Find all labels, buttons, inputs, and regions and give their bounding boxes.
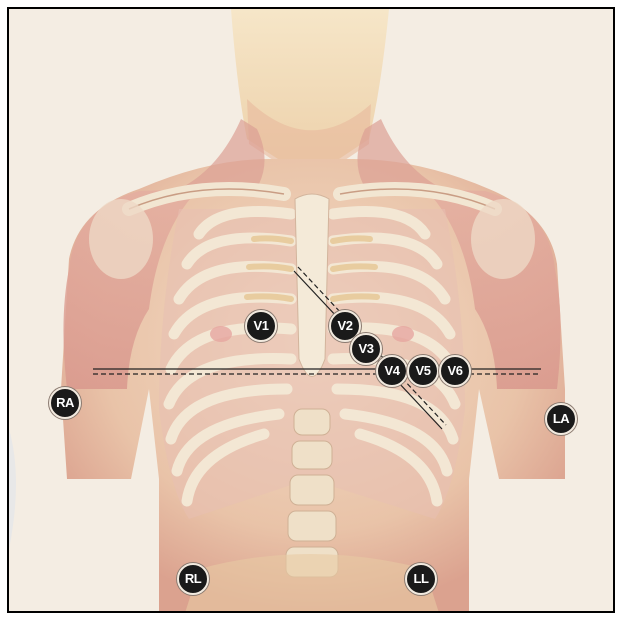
diagram-frame: V1 V2 V3 V4 V5 V6 RA LA RL LL xyxy=(7,7,615,613)
left-humeral-head xyxy=(471,199,535,279)
left-nipple xyxy=(392,326,414,342)
electrode-v3: V3 xyxy=(350,333,382,365)
electrode-ra: RA xyxy=(49,387,81,419)
electrode-v6: V6 xyxy=(439,355,471,387)
electrode-la: LA xyxy=(545,403,577,435)
right-humeral-head xyxy=(89,199,153,279)
right-nipple xyxy=(210,326,232,342)
electrode-v1: V1 xyxy=(245,310,277,342)
chest-anatomy-illustration xyxy=(9,9,615,613)
sternum xyxy=(295,194,329,377)
electrode-rl: RL xyxy=(177,563,209,595)
electrode-v5: V5 xyxy=(407,355,439,387)
electrode-v4: V4 xyxy=(376,355,408,387)
electrode-ll: LL xyxy=(405,563,437,595)
